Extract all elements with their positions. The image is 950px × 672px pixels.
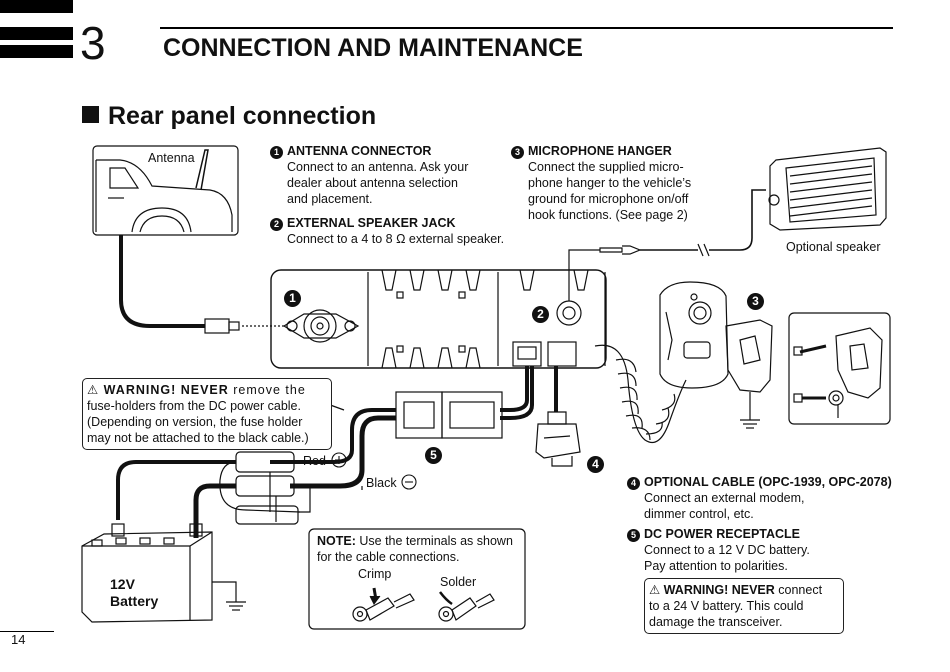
negative-symbol [401, 474, 417, 490]
mic-hanger [725, 319, 773, 393]
antenna-label: Antenna [148, 151, 195, 165]
footer-rule [0, 631, 54, 632]
battery-label: 12V Battery [110, 576, 159, 609]
mic-cord [594, 344, 687, 444]
car-wheel-arch [131, 207, 192, 233]
optional-plug [535, 423, 581, 459]
page-number: 14 [11, 632, 26, 647]
car-window [109, 167, 140, 189]
callout-5: 5 [425, 447, 442, 464]
black-lead [193, 483, 236, 538]
callout-3: 3 [747, 293, 764, 310]
note-box [308, 528, 526, 630]
callout-4: 4 [587, 456, 604, 473]
speaker-jack [556, 300, 582, 326]
dc-cable [500, 366, 529, 412]
antenna-car-box [92, 145, 239, 236]
note-text: NOTE: Use the terminals as shown for the… [317, 534, 513, 564]
chapter-tab-bar [0, 27, 73, 40]
antenna-plug [204, 318, 230, 334]
warning-24v-box: ⚠ WARNING! NEVER connect to a 24 V batte… [644, 578, 844, 634]
optional-speaker [769, 147, 887, 231]
battery [81, 531, 213, 623]
crimp-terminal [352, 606, 368, 622]
callout-1: 1 [284, 290, 301, 307]
solder-label: Solder [440, 575, 477, 589]
antenna-rod [195, 149, 209, 191]
fuse-connector [395, 391, 443, 439]
callout-2: 2 [532, 306, 549, 323]
transceiver-rear-panel [270, 269, 607, 369]
square-bullet-icon [82, 106, 99, 123]
fuse-connector [441, 391, 503, 439]
chapter-tab-bar [0, 0, 73, 13]
chapter-tab-bar [0, 45, 73, 58]
solder-terminal [438, 606, 454, 622]
optional-speaker-label: Optional speaker [786, 240, 881, 254]
heatsink-fins [381, 269, 481, 291]
battery-terminal-positive [111, 523, 125, 537]
antenna-socket [303, 309, 337, 343]
chapter-title: CONNECTION AND MAINTENANCE [163, 34, 583, 62]
red-label: Red [303, 454, 326, 468]
red-lead [116, 460, 236, 520]
chapter-rule [160, 27, 893, 29]
warning-fuse-box: ⚠ WARNING! NEVER remove the fuse-holders… [82, 378, 332, 450]
antenna-cable [119, 235, 205, 328]
crimp-label: Crimp [358, 567, 392, 581]
black-label: Black [366, 476, 397, 490]
car-outline [96, 159, 233, 232]
section-title: Rear panel connection [82, 101, 376, 131]
chapter-number: 3 [80, 17, 106, 69]
optional-port [547, 341, 577, 367]
dc-receptacle [512, 341, 542, 367]
positive-symbol [331, 452, 347, 468]
fuse-holder [235, 475, 295, 497]
battery-terminal-negative [189, 523, 203, 537]
hanger-detail-box [788, 312, 891, 425]
microphone [659, 281, 729, 389]
